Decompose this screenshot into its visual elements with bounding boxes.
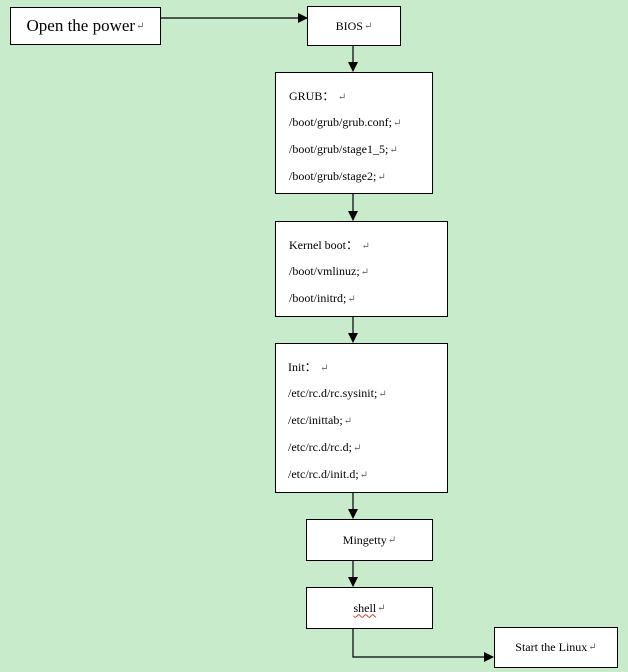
node-shell-label: shell	[353, 600, 377, 615]
node-shell: shell↵	[306, 587, 433, 629]
node-grub-title: GRUB：	[289, 89, 335, 103]
paragraph-mark-icon: ↵	[392, 118, 402, 129]
node-bios: BIOS↵	[307, 6, 401, 46]
paragraph-mark-icon: ↵	[588, 642, 597, 653]
paragraph-mark-icon: ↵	[347, 294, 356, 305]
paragraph-mark-icon: ↵	[360, 267, 370, 278]
paragraph-mark-icon: ↵	[335, 92, 347, 103]
paragraph-mark-icon: ↵	[387, 534, 397, 546]
node-start-the-linux: Start the Linux↵	[494, 627, 618, 668]
node-kernel-line-1: /boot/vmlinuz;	[289, 264, 360, 278]
paragraph-mark-icon: ↵	[358, 241, 370, 252]
node-init-line-1: /etc/rc.d/rc.sysinit;	[288, 386, 378, 400]
paragraph-mark-icon: ↵	[378, 389, 387, 400]
paragraph-mark-icon: ↵	[363, 20, 373, 32]
node-start-the-linux-label: Start the Linux	[515, 640, 588, 654]
paragraph-mark-icon: ↵	[389, 145, 398, 156]
node-open-the-power-label: Open the power	[26, 16, 136, 35]
paragraph-mark-icon: ↵	[343, 416, 353, 427]
node-grub-line-2: /boot/grub/stage1_5;	[289, 142, 389, 156]
node-grub-line-1: /boot/grub/grub.conf;	[289, 115, 392, 129]
node-grub: GRUB： ↵ /boot/grub/grub.conf;↵ /boot/gru…	[275, 72, 433, 194]
node-mingetty: Mingetty↵	[306, 519, 433, 561]
paragraph-mark-icon: ↵	[136, 20, 145, 32]
node-bios-label: BIOS	[335, 18, 363, 33]
node-kernel-title: Kernel boot：	[289, 238, 358, 252]
paragraph-mark-icon: ↵	[377, 172, 386, 183]
paragraph-mark-icon: ↵	[317, 363, 329, 374]
node-kernel-line-2: /boot/initrd;	[289, 291, 347, 305]
node-init: Init： ↵ /etc/rc.d/rc.sysinit;↵ /etc/init…	[275, 343, 448, 493]
node-init-line-2: /etc/inittab;	[288, 413, 343, 427]
node-grub-line-3: /boot/grub/stage2;	[289, 169, 377, 183]
paragraph-mark-icon: ↵	[359, 470, 369, 481]
node-init-line-4: /etc/rc.d/init.d;	[288, 467, 359, 481]
node-init-title: Init：	[288, 360, 317, 374]
paragraph-mark-icon: ↵	[377, 602, 386, 614]
arrow-shell-to-linux	[352, 628, 494, 662]
node-init-line-3: /etc/rc.d/rc.d;	[288, 440, 352, 454]
paragraph-mark-icon: ↵	[352, 443, 362, 454]
node-kernel-boot: Kernel boot： ↵ /boot/vmlinuz;↵ /boot/ini…	[275, 221, 448, 317]
node-mingetty-label: Mingetty	[342, 532, 387, 547]
node-open-the-power: Open the power↵	[10, 7, 161, 45]
